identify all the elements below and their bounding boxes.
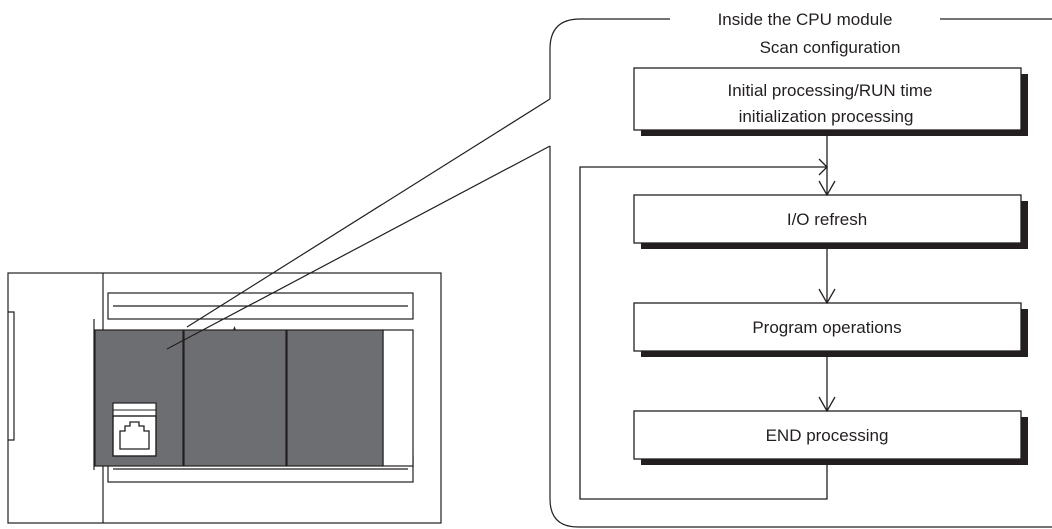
arrow-head-end [818,396,836,413]
step-boxes [633,67,1022,460]
step-box-program-operations [633,302,1022,352]
step-box-initial [633,67,1022,131]
step-initial-line1: Initial processing/RUN time [727,81,932,100]
step-box-io-refresh [633,194,1022,244]
top-rail [107,292,414,320]
step-initial-line2: initialization processing [739,107,914,126]
step-io-refresh-label: I/O refresh [787,210,867,229]
port-socket [119,421,150,450]
pointer-line-upper [186,98,551,328]
led-indicator-icon [233,326,236,330]
step-box-end-processing [633,410,1022,460]
step-program-operations-label: Program operations [752,318,901,337]
left-end-clip [8,311,15,441]
step-box-shadows [641,74,1028,465]
right-side-panel [382,329,414,467]
pointer-line-lower [166,145,551,350]
arrow-head-io [818,180,836,197]
io-face-panel-2 [286,329,384,467]
ethernet-port-icon [112,402,157,457]
loop-back-line [579,166,828,500]
step-end-processing-label: END processing [766,426,889,445]
callout-title: Inside the CPU module [718,10,893,29]
callout-subtitle: Scan configuration [760,38,901,57]
flow-connectors [579,130,836,500]
io-face-panel-1 [183,329,287,467]
callout-pointer [166,98,551,350]
callout-frame [549,18,1052,528]
arrow-head-program [818,288,836,305]
